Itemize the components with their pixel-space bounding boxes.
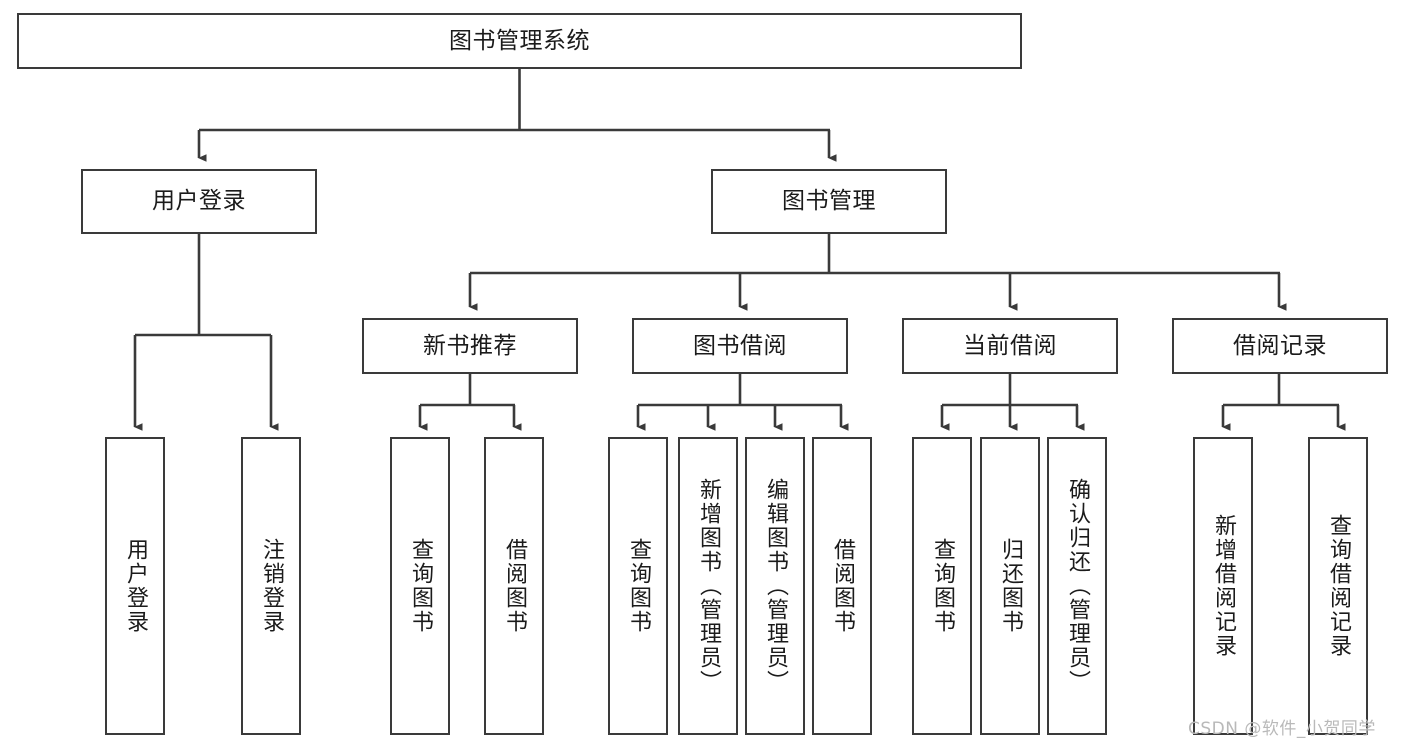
- node-label: 借阅记录: [1233, 332, 1327, 359]
- leaf-current-borrow-return-book[interactable]: 归还图书: [980, 437, 1040, 735]
- leaf-borrow-record-query-record[interactable]: 查询借阅记录: [1308, 437, 1368, 735]
- node-new-book-recommend[interactable]: 新书推荐: [362, 318, 578, 374]
- node-label: 编辑图书（管理员）: [762, 478, 788, 694]
- leaf-user-login-logout[interactable]: 注销登录: [241, 437, 301, 735]
- node-label: 图书借阅: [693, 332, 787, 359]
- node-book-borrow[interactable]: 图书借阅: [632, 318, 848, 374]
- node-label: 借阅图书: [829, 538, 855, 634]
- leaf-book-borrow-borrow-book[interactable]: 借阅图书: [812, 437, 872, 735]
- node-label: 归还图书: [997, 538, 1023, 634]
- node-label: 新增借阅记录: [1210, 514, 1236, 658]
- node-label: 查询图书: [625, 538, 651, 634]
- leaf-borrow-record-add-record[interactable]: 新增借阅记录: [1193, 437, 1253, 735]
- node-label: 借阅图书: [501, 538, 527, 634]
- node-label: 新增图书（管理员）: [695, 478, 721, 694]
- node-borrow-record[interactable]: 借阅记录: [1172, 318, 1388, 374]
- leaf-book-borrow-add-book-admin[interactable]: 新增图书（管理员）: [678, 437, 738, 735]
- node-label: 当前借阅: [963, 332, 1057, 359]
- node-label: 查询图书: [929, 538, 955, 634]
- node-root-book-management-system[interactable]: 图书管理系统: [17, 13, 1022, 69]
- csdn-watermark: CSDN @软件_小贺同学: [1188, 719, 1376, 739]
- node-label: 新书推荐: [423, 332, 517, 359]
- leaf-current-borrow-query-book[interactable]: 查询图书: [912, 437, 972, 735]
- node-book-management[interactable]: 图书管理: [711, 169, 947, 234]
- leaf-user-login-login[interactable]: 用户登录: [105, 437, 165, 735]
- node-label: 用户登录: [152, 188, 246, 215]
- node-label: 用户登录: [122, 538, 148, 634]
- leaf-current-borrow-confirm-return-admin[interactable]: 确认归还（管理员）: [1047, 437, 1107, 735]
- node-label: 查询借阅记录: [1325, 514, 1351, 658]
- node-current-borrow[interactable]: 当前借阅: [902, 318, 1118, 374]
- node-label: 图书管理系统: [449, 27, 590, 54]
- node-label: 图书管理: [782, 188, 876, 215]
- leaf-new-book-query-book[interactable]: 查询图书: [390, 437, 450, 735]
- node-label: 查询图书: [407, 538, 433, 634]
- leaf-new-book-borrow-book[interactable]: 借阅图书: [484, 437, 544, 735]
- node-user-login[interactable]: 用户登录: [81, 169, 317, 234]
- leaf-book-borrow-query-book[interactable]: 查询图书: [608, 437, 668, 735]
- node-label: 确认归还（管理员）: [1064, 478, 1090, 694]
- leaf-book-borrow-edit-book-admin[interactable]: 编辑图书（管理员）: [745, 437, 805, 735]
- node-label: 注销登录: [258, 538, 284, 634]
